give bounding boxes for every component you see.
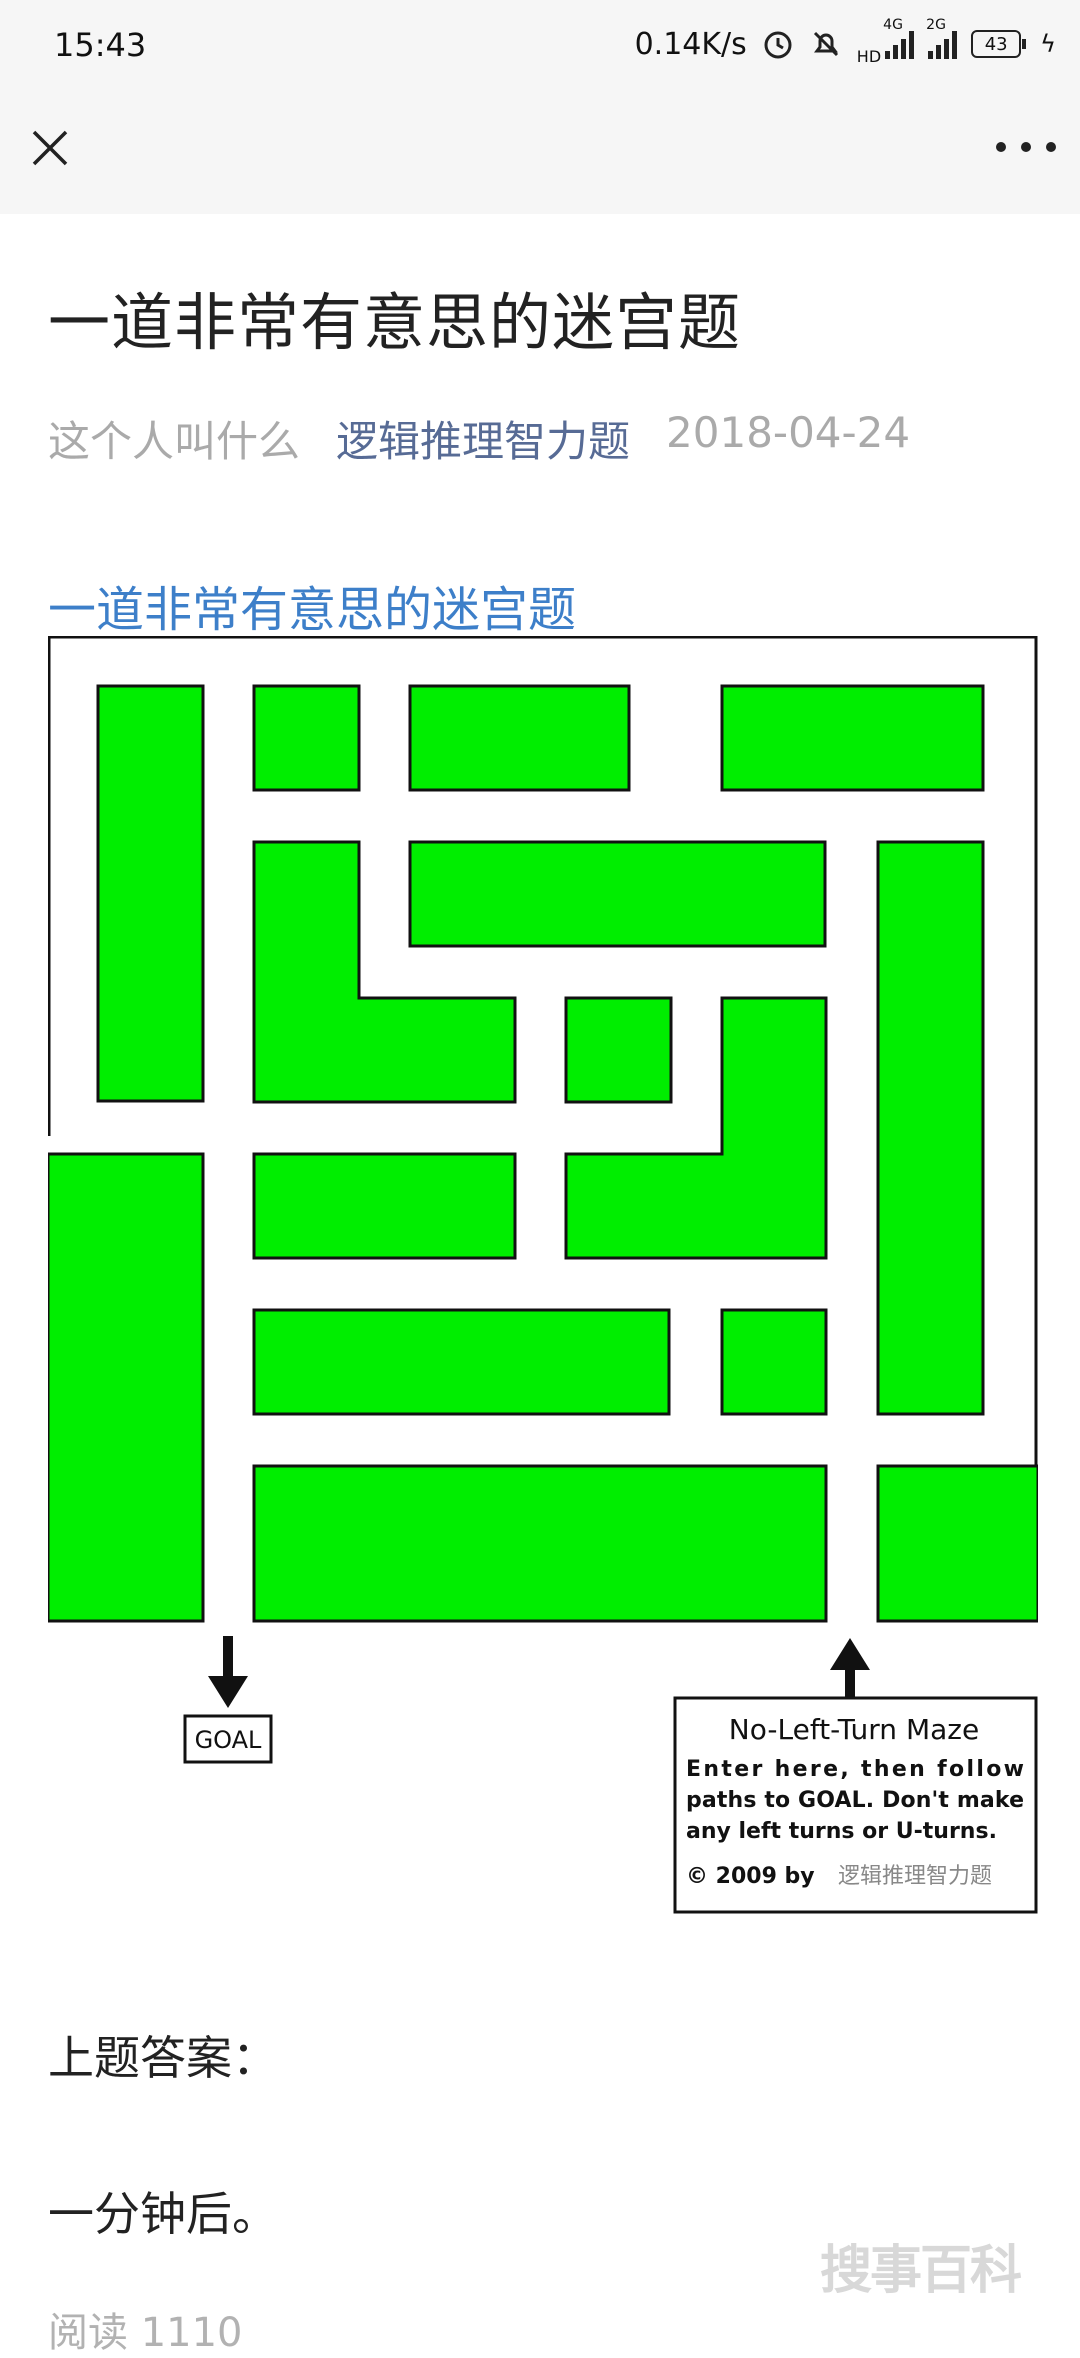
close-button[interactable] (26, 124, 74, 172)
net-speed: 0.14K/s (634, 26, 747, 62)
signal-2g-icon: 2G (926, 17, 958, 59)
maze-info-line3: any left turns or U-turns. (686, 1819, 997, 1844)
maze-walls (48, 684, 1038, 1623)
goal-arrow-icon (208, 1636, 248, 1708)
account-link[interactable]: 逻辑推理智力题 (336, 417, 631, 466)
maze-info-box (673, 1696, 1038, 1914)
maze-info-copyright: © 2009 by (686, 1864, 815, 1889)
author-name: 这个人叫什么 (48, 417, 301, 466)
article-meta: 这个人叫什么 逻辑推理智力题 2018-04-24 (48, 408, 910, 469)
goal-box (183, 1714, 273, 1764)
maze-image: GOAL No-Left-Turn Maze Enter here, then … (48, 636, 1038, 1916)
entry-arrow-icon (830, 1638, 870, 1714)
article-title: 一道非常有意思的迷宫题 (48, 286, 742, 359)
charging-icon: ϟ (1040, 30, 1056, 58)
maze-info-line2: paths to GOAL. Don't make (686, 1788, 1024, 1813)
top-nav-bar (0, 90, 1080, 214)
maze-info-line1: Enter here, then follow (686, 1757, 1024, 1782)
more-button[interactable] (996, 132, 1056, 162)
site-watermark: 搜事百科 (819, 2241, 1022, 2301)
status-time: 15:43 (54, 26, 147, 64)
status-icons: 0.14K/s HD 4G 2G 43 ϟ (634, 17, 1056, 66)
more-icon (996, 142, 1006, 152)
goal-label: GOAL (195, 1726, 262, 1754)
alarm-icon (764, 31, 792, 59)
read-count: 阅读 1110 (48, 2310, 243, 2356)
answer-label: 上题答案： (48, 2031, 278, 2085)
maze-info-title: No-Left-Turn Maze (729, 1713, 979, 1746)
answer-text: 一分钟后。 (48, 2187, 278, 2241)
maze-svg: GOAL No-Left-Turn Maze Enter here, then … (48, 636, 1038, 1916)
mute-bell-icon (813, 31, 838, 57)
publish-date: 2018-04-24 (666, 408, 911, 457)
close-icon (32, 130, 68, 166)
status-bar: 15:43 0.14K/s HD 4G 2G 43 ϟ (0, 0, 1080, 90)
article-subtitle-link[interactable]: 一道非常有意思的迷宫题 (48, 582, 577, 638)
signal-4g-icon: 4G (883, 17, 915, 59)
battery-icon: 43 (971, 30, 1027, 58)
hd-label: HD (856, 47, 882, 66)
maze-info-watermark: 逻辑推理智力题 (838, 1864, 992, 1889)
